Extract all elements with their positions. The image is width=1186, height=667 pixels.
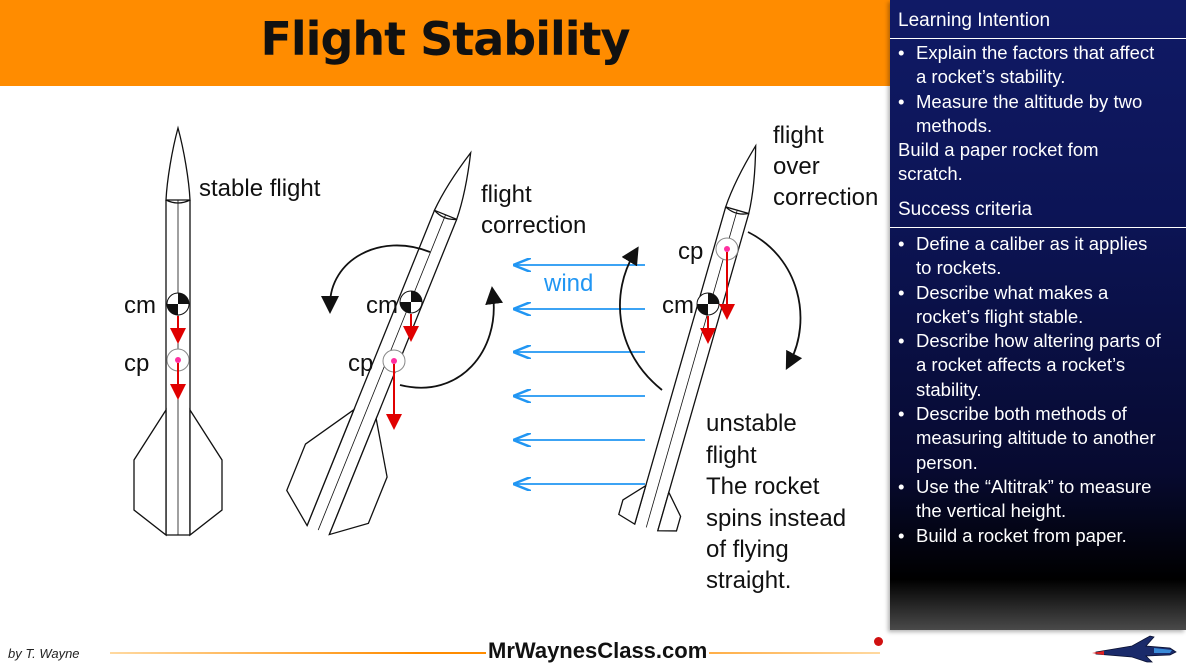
rotation-arrow-bottom: [399, 286, 504, 389]
success-criteria-item: • Describe what makes a rocket’s flight …: [898, 281, 1109, 327]
rocket1-cp-label: cp: [124, 350, 149, 377]
author-credit: by T. Wayne: [8, 646, 80, 661]
rocket-correcting: [286, 150, 472, 536]
objectives-panel: Learning Intention • Explain the factors…: [890, 0, 1186, 630]
rotation-arrow-left: [619, 246, 663, 391]
rocket3-caption-line2: over: [773, 153, 820, 180]
bullet-icon: •: [898, 42, 905, 63]
bullet-icon: •: [898, 403, 905, 425]
bullet-icon: •: [898, 90, 905, 112]
center-of-mass-icon: [696, 292, 720, 316]
bullet-icon: •: [898, 475, 905, 497]
unstable-line-4: spins instead: [706, 505, 846, 532]
rocket1-caption: stable flight: [199, 175, 321, 202]
bullet-icon: •: [898, 330, 905, 352]
learning-intention-extra: Build a paper rocket fom scratch.: [898, 139, 1099, 184]
panel-divider: [890, 38, 1186, 39]
rocket3-caption-line1: flight: [773, 122, 824, 149]
rocket2-cm-label: cm: [366, 292, 398, 319]
rocket-stable: [133, 125, 223, 537]
success-criteria-item: • Describe both methods of measuring alt…: [898, 403, 1156, 473]
unstable-line-6: straight.: [706, 567, 791, 594]
unstable-line-2: flight: [706, 442, 757, 469]
jet-logo-icon: [1092, 635, 1177, 663]
learning-intention-item: • Measure the altitude by two methods.: [898, 90, 1143, 136]
learning-intention-item: • Explain the factors that affect a rock…: [898, 42, 1155, 88]
unstable-line-1: unstable: [706, 410, 797, 437]
panel-divider: [890, 227, 1186, 228]
bullet-icon: •: [898, 233, 905, 254]
success-criteria-item: • Build a rocket from paper.: [898, 524, 1180, 548]
success-criteria-item: • Use the “Altitrak” to measure the vert…: [898, 475, 1152, 522]
center-of-pressure-icon: [715, 237, 739, 261]
wind-arrows: [515, 265, 645, 484]
rocket1-cm-label: cm: [124, 292, 156, 319]
learning-intention-heading: Learning Intention: [898, 10, 1051, 31]
rocket2-cp-label: cp: [348, 350, 373, 377]
success-criteria-item: • Define a caliber as it applies to rock…: [898, 233, 1148, 279]
site-name: MrWaynesClass.com: [486, 638, 710, 664]
bullet-icon: •: [898, 281, 905, 303]
learning-intention-list: • Explain the factors that affect a rock…: [898, 41, 1180, 138]
rocket3-caption-line3: correction: [773, 184, 878, 211]
wind-label: wind: [543, 270, 593, 297]
stability-diagram: stable flight cm cp flight correction cm…: [124, 122, 878, 594]
rotation-arrow-top: [321, 244, 431, 314]
rocket2-caption-line2: correction: [481, 212, 586, 239]
rotation-arrow-right: [747, 231, 803, 370]
footer-dot: [874, 637, 883, 646]
center-of-mass-icon: [399, 290, 423, 314]
unstable-line-3: The rocket: [706, 473, 820, 500]
bullet-icon: •: [898, 524, 905, 546]
rocket2-caption-line1: flight: [481, 181, 532, 208]
center-of-mass-icon: [166, 292, 190, 316]
rocket3-cp-label: cp: [678, 238, 703, 265]
page-title: Flight Stability: [260, 12, 630, 66]
unstable-line-5: of flying: [706, 536, 789, 563]
success-criteria-list: • Define a caliber as it applies to rock…: [898, 232, 1180, 548]
rocket3-cm-label: cm: [662, 292, 694, 319]
rocket-over-correcting: [618, 143, 757, 532]
success-criteria-item: • Describe how altering parts of a rocke…: [898, 330, 1161, 400]
center-of-pressure-icon: [382, 349, 406, 373]
title-bar: [0, 0, 890, 86]
success-criteria-heading: Success criteria: [898, 199, 1033, 220]
